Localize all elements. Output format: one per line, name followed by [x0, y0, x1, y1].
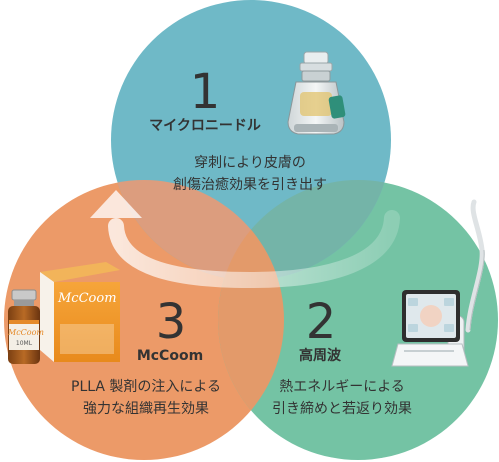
box-brand-label: McCoom: [58, 291, 117, 306]
step-number-3: 3: [155, 294, 187, 350]
step-desc-2-line2: 引き締めと若返り効果: [272, 401, 412, 417]
vial-brand-label: McCoom: [8, 328, 45, 337]
mccoom-vial-icon: [8, 289, 40, 364]
step-desc-1-line2: 創傷治癒効果を引き出す: [173, 177, 327, 193]
step-title-1: マイクロニードル: [149, 118, 261, 134]
mccoom-box-icon: [40, 262, 120, 362]
overlap-microneedle-radiofrequency: [218, 180, 391, 280]
overlap-microneedle-mccoom: [111, 180, 284, 280]
cycle-arrow-icon: [90, 190, 400, 289]
microneedle-cartridge-icon: [287, 51, 346, 135]
step-title-3: McCoom: [136, 348, 204, 364]
step-title-2: 高周波: [299, 348, 341, 364]
step-desc-3-line2: 強力な組織再生効果: [83, 401, 209, 417]
step-number-1: 1: [189, 64, 221, 120]
vial-volume-label: 10ML: [15, 340, 33, 347]
step-desc-1-line1: 穿刺により皮膚の: [194, 155, 306, 171]
rf-device-icon: [391, 199, 485, 367]
step-desc-3-line1: PLLA 製剤の注入による: [71, 379, 221, 395]
step-desc-2-line1: 熱エネルギーによる: [279, 379, 405, 395]
step-number-2: 2: [305, 294, 337, 350]
